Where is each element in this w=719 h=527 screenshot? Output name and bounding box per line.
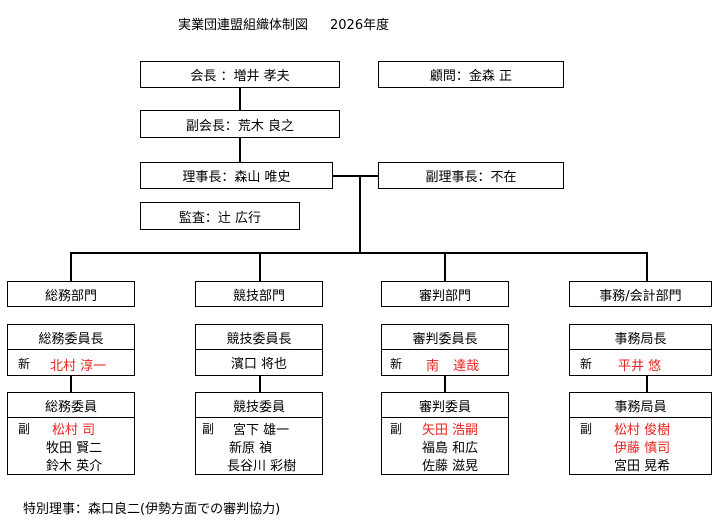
- members-box: 副 宮下 雄一 新原 禎 長谷川 彩樹: [195, 417, 323, 475]
- member-name: 福島 和広: [422, 441, 479, 456]
- connector-chief-members-2: [259, 375, 261, 393]
- members-title: 競技委員: [232, 400, 285, 415]
- members-title-box: 総務委員: [7, 392, 135, 419]
- vice-chairman-label: 副理事長：不在: [425, 170, 517, 185]
- members-box: 副 松村 俊樹 伊藤 慎司 宮田 晃希: [569, 417, 712, 475]
- chief-title: 総務委員長: [38, 332, 104, 347]
- members-title-box: 事務局員: [569, 392, 712, 419]
- chief-name-box: 新 平井 悠: [569, 349, 712, 376]
- advisor-box: 顧問：金森 正: [378, 61, 564, 88]
- connector-chairman-vicechair: [332, 175, 379, 177]
- dept-name: 競技部門: [232, 288, 285, 304]
- members-title: 総務委員: [44, 400, 97, 415]
- connector-chief-members-1: [70, 375, 72, 393]
- connector-chief-members-4: [646, 375, 648, 393]
- chief-title-box: 総務委員長: [7, 324, 135, 351]
- dept-name: 審判部門: [418, 288, 471, 304]
- connector-president-vp: [239, 87, 241, 111]
- members-title: 審判委員: [418, 400, 471, 415]
- dept-name: 事務/会計部門: [599, 288, 682, 304]
- chief-name-box: 新 北村 淳一: [7, 349, 135, 376]
- chief-prefix: 新: [18, 357, 31, 371]
- chief-title-box: 競技委員長: [195, 324, 323, 351]
- president-label: 会長 ：増井 孝夫: [190, 69, 290, 84]
- members-title-box: 審判委員: [381, 392, 509, 419]
- members-title-box: 競技委員: [195, 392, 323, 419]
- dept-box-competition: 競技部門: [195, 281, 323, 307]
- chief-title: 事務局長: [614, 332, 667, 347]
- connector-chief-members-3: [444, 375, 446, 393]
- members-box: 副 松村 司 牧田 賢二 鈴木 英介: [7, 417, 135, 475]
- members-box: 副 矢田 浩嗣 福島 和広 佐藤 滋晃: [381, 417, 509, 475]
- dept-name: 総務部門: [44, 288, 97, 304]
- title-text: 実業団連盟組織体制図: [178, 18, 309, 33]
- dept-box-general-affairs: 総務部門: [7, 281, 135, 307]
- member-name: 牧田 賢二: [46, 441, 103, 456]
- chief-prefix: 新: [580, 357, 593, 371]
- auditor-box: 監査：辻 広行: [140, 202, 300, 230]
- chairman-box: 理事長：森山 唯史: [140, 162, 333, 189]
- dept-box-referee: 審判部門: [381, 281, 509, 307]
- member-name: 伊藤 慎司: [614, 441, 671, 456]
- member-name: 新原 禎: [229, 441, 273, 456]
- member-name: 松村 司: [52, 423, 96, 438]
- chief-name: 南 達哉: [426, 359, 480, 374]
- advisor-label: 顧問：金森 正: [429, 69, 513, 84]
- chief-title-box: 事務局長: [569, 324, 712, 351]
- member-prefix: 副: [580, 422, 593, 436]
- member-name: 松村 俊樹: [614, 423, 671, 438]
- chief-name: 濱口 将也: [230, 357, 288, 372]
- vice-president-label: 副会長：荒木 良之: [185, 118, 295, 134]
- connector-main-trunk: [359, 175, 361, 252]
- chief-name-box: 新 南 達哉: [381, 349, 509, 376]
- title-year: 2026年度: [330, 18, 390, 33]
- member-prefix: 副: [390, 422, 403, 436]
- vice-president-box: 副会長：荒木 良之: [140, 110, 340, 138]
- chart-title: 実業団連盟組織体制図 2026年度: [178, 14, 389, 33]
- member-prefix: 副: [18, 422, 31, 436]
- connector-vp-chairman: [239, 137, 241, 163]
- special-director-note: 特別理事：森口良二(伊勢方面での審判協力): [23, 502, 281, 517]
- member-name: 宮田 晃希: [614, 459, 671, 474]
- connector-dept-1: [70, 252, 72, 282]
- member-name: 矢田 浩嗣: [422, 423, 479, 438]
- chief-title: 審判委員長: [412, 332, 478, 347]
- member-name: 佐藤 滋晃: [422, 459, 479, 474]
- chief-name: 北村 淳一: [50, 359, 107, 374]
- chairman-label: 理事長：森山 唯史: [182, 170, 291, 185]
- chief-name-box: 濱口 将也: [195, 349, 323, 376]
- auditor-label: 監査：辻 広行: [178, 210, 262, 226]
- chief-name: 平井 悠: [618, 359, 662, 374]
- chief-title: 競技委員長: [226, 332, 292, 347]
- connector-dept-bus: [70, 252, 648, 254]
- member-prefix: 副: [202, 422, 215, 436]
- connector-dept-4: [646, 252, 648, 282]
- president-box: 会長 ：増井 孝夫: [140, 61, 340, 88]
- dept-box-admin-accounting: 事務/会計部門: [569, 281, 712, 307]
- connector-dept-3: [444, 252, 446, 282]
- member-name: 長谷川 彩樹: [227, 459, 297, 474]
- members-title: 事務局員: [614, 400, 667, 415]
- connector-dept-2: [259, 252, 261, 282]
- member-name: 鈴木 英介: [46, 459, 103, 474]
- member-name: 宮下 雄一: [233, 423, 290, 438]
- vice-chairman-box: 副理事長：不在: [378, 162, 564, 189]
- chief-prefix: 新: [390, 357, 403, 371]
- chief-title-box: 審判委員長: [381, 324, 509, 351]
